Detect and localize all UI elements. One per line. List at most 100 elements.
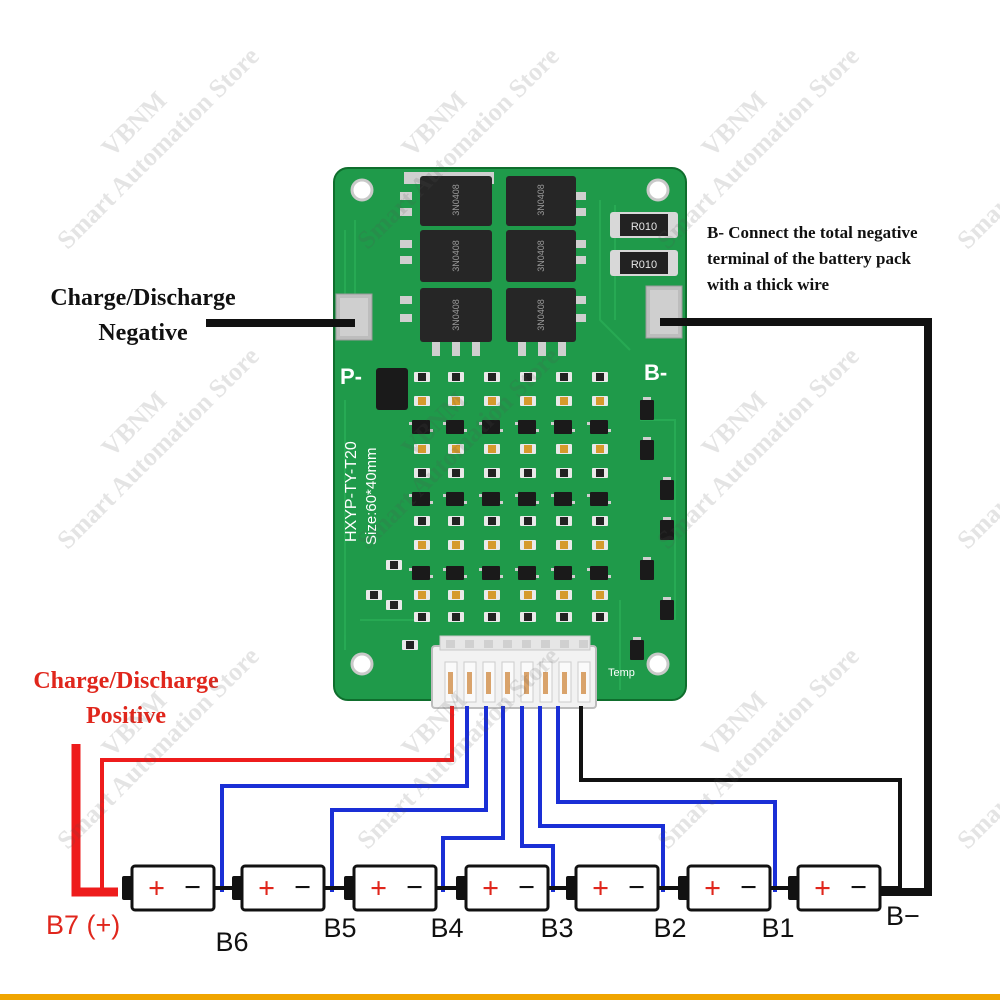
svg-text:Smart Automation Store: Smart Automation Store — [51, 41, 264, 254]
smd-part — [484, 516, 500, 526]
smd-part — [448, 612, 464, 622]
smd-part — [479, 492, 503, 506]
pcb-board: 3N0408 3N0408 3N0408 3N0408 — [333, 167, 687, 709]
smd-part — [592, 396, 608, 406]
node-b1: B1 — [761, 913, 794, 943]
b-minus-note-line2: terminal of the battery pack — [707, 249, 912, 268]
b4-sense-wire — [441, 706, 505, 892]
b5-sense-wire — [330, 706, 488, 892]
b-minus-thick-wire — [660, 318, 932, 896]
smd-part — [556, 516, 572, 526]
smd-part — [414, 540, 430, 550]
charge-positive-line2: Positive — [86, 703, 166, 729]
node-b7: B7 (+) — [46, 910, 120, 940]
smd-part — [660, 597, 674, 620]
mosfet-6: 3N0408 — [506, 288, 586, 356]
smd-part — [592, 612, 608, 622]
smd-part — [414, 372, 430, 382]
smd-part — [414, 444, 430, 454]
smd-part — [414, 590, 430, 600]
smd-part — [592, 372, 608, 382]
smd-part — [520, 612, 536, 622]
mosfet-3: 3N0408 — [400, 288, 492, 356]
smd-part — [587, 420, 611, 434]
cell-plus-sign: + — [482, 872, 499, 905]
mosfet-2-label: 3N0408 — [451, 240, 461, 272]
smd-part — [414, 612, 430, 622]
smd-part — [556, 372, 572, 382]
mosfet-5-label: 3N0408 — [536, 240, 546, 272]
connector-pin — [503, 640, 512, 648]
smd-part — [556, 540, 572, 550]
battery-cell: +− — [678, 864, 788, 912]
charge-negative-line2: Negative — [98, 320, 188, 346]
smd-part — [556, 590, 572, 600]
mosfet-4: 3N0408 — [506, 176, 586, 226]
pad-b-minus — [645, 285, 683, 339]
cell-plus-sign: + — [370, 872, 387, 905]
node-b2: B2 — [653, 913, 686, 943]
smd-part — [366, 590, 382, 600]
smd-part — [640, 557, 654, 580]
battery-string: +−+−+−+−+−+−+− — [122, 864, 898, 912]
smd-part — [448, 444, 464, 454]
connector-pin — [579, 640, 588, 648]
mosfet-4-label: 3N0408 — [536, 184, 546, 216]
smd-part — [448, 590, 464, 600]
smd-part — [484, 396, 500, 406]
charge-positive-line1: Charge/Discharge — [33, 668, 219, 694]
connector-pin — [484, 640, 493, 648]
board-size: Size:60*40mm — [363, 447, 380, 545]
b7-sense-wire — [100, 706, 454, 892]
node-b5: B5 — [323, 913, 356, 943]
b3-sense-wire — [520, 706, 555, 892]
smd-part — [520, 516, 536, 526]
smd-part — [551, 420, 575, 434]
connector-pin — [560, 640, 569, 648]
smd-part — [556, 612, 572, 622]
connector-pin — [446, 640, 455, 648]
connector-pin — [465, 640, 474, 648]
smd-part — [448, 396, 464, 406]
smd-part — [592, 516, 608, 526]
power-chip — [376, 368, 408, 410]
smd-part — [443, 420, 467, 434]
pad-p-minus — [335, 293, 373, 341]
svg-text:Smart Automation Store: Smart Automation Store — [951, 41, 1000, 254]
smd-part — [484, 468, 500, 478]
cell-plus-sign: + — [592, 872, 609, 905]
balance-connector — [431, 635, 597, 709]
smd-part — [660, 517, 674, 540]
cell-minus-sign: − — [740, 871, 757, 904]
svg-text:Smart Automation Store: Smart Automation Store — [51, 341, 264, 554]
b6-sense-wire — [220, 706, 469, 892]
smd-part — [640, 397, 654, 420]
smd-part — [630, 637, 644, 660]
cell-minus-sign: − — [850, 871, 867, 904]
smd-part — [448, 516, 464, 526]
svg-text:Smart Automation Store: Smart Automation Store — [951, 641, 1000, 854]
smd-part — [520, 590, 536, 600]
battery-cell: +− — [456, 864, 566, 912]
cell-minus-sign: − — [628, 871, 645, 904]
smd-part — [443, 566, 467, 580]
mosfet-5: 3N0408 — [506, 230, 586, 282]
smd-part — [414, 516, 430, 526]
smd-part — [409, 492, 433, 506]
smd-part — [515, 492, 539, 506]
mounting-holes — [350, 178, 670, 676]
resistor-2-label: R010 — [631, 259, 657, 271]
smd-part — [479, 566, 503, 580]
mosfet-3-label: 3N0408 — [451, 299, 461, 331]
battery-cell: +− — [122, 864, 232, 912]
smd-part — [515, 420, 539, 434]
battery-cell: +− — [566, 864, 678, 912]
cell-plus-sign: + — [148, 872, 165, 905]
bottom-stripe — [0, 994, 1000, 1000]
smd-part — [592, 444, 608, 454]
smd-part — [402, 640, 418, 650]
wiring — [71, 318, 932, 897]
